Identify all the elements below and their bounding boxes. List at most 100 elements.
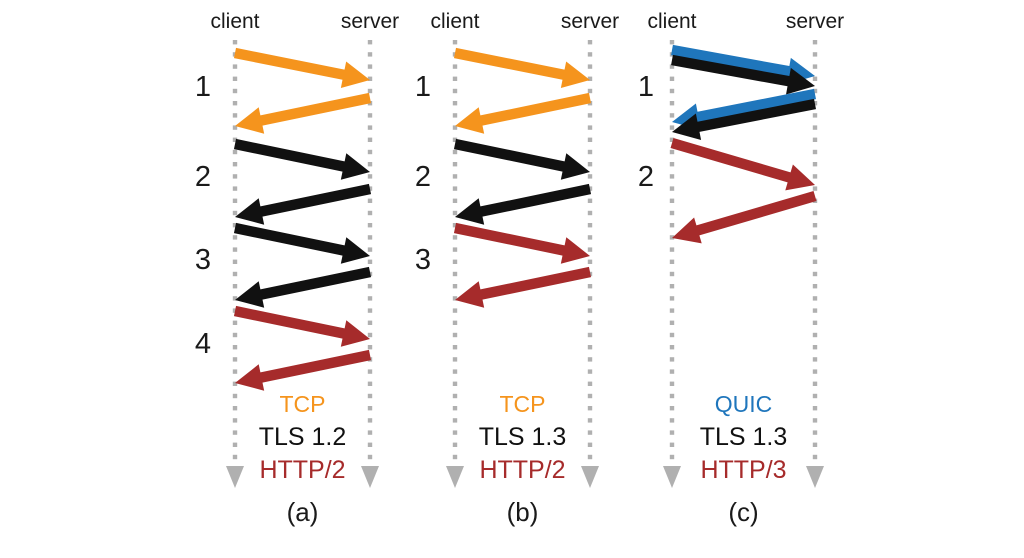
lifeline-dot [587, 345, 593, 350]
lifeline-dot [669, 149, 675, 155]
lifeline-dot [232, 149, 238, 155]
message-tls-client-hello [233, 138, 370, 180]
lifeline-dot [367, 308, 373, 313]
lifeline-dot [587, 235, 593, 240]
lifeline-dot [232, 64, 238, 69]
lifeline-dot [452, 320, 458, 325]
lifeline-dot [452, 198, 458, 203]
server-label: server [341, 10, 399, 33]
client-label: client [430, 10, 479, 33]
lifeline-dot [812, 174, 818, 179]
lifeline-dot [367, 418, 373, 423]
lifeline-dot [669, 345, 675, 350]
lifeline-dot [812, 162, 818, 167]
client-lifeline [226, 40, 244, 488]
panel-caption-c: (c) [728, 497, 758, 527]
lifeline-dot [452, 76, 458, 81]
lifeline-dot [812, 454, 818, 460]
client-lifeline [663, 40, 681, 488]
lifeline-dot [452, 406, 458, 411]
lifeline-dot [587, 149, 593, 155]
lifeline-dot [669, 271, 675, 277]
lifeline-dot [367, 381, 373, 386]
lifeline-dot [587, 125, 593, 130]
lifeline-dot [232, 296, 238, 301]
lifeline-dot [452, 369, 458, 374]
lifeline-dot [812, 52, 818, 57]
lifeline-dot [367, 247, 373, 252]
client-label: client [210, 10, 259, 33]
message-tcp-syn-ack [455, 92, 592, 134]
lifeline-dot [587, 381, 593, 386]
lifeline-dot [812, 381, 818, 386]
lifeline-dot [587, 247, 593, 252]
lifeline-dot [232, 210, 238, 216]
lifeline-end-arrow [581, 466, 599, 488]
lifeline-dot [812, 235, 818, 240]
lifeline-dot [367, 345, 373, 350]
legend-security: TLS 1.3 [479, 423, 567, 451]
rtt-label-1: 1 [638, 71, 654, 103]
lifeline-dot [452, 296, 458, 301]
lifeline-dot [669, 332, 675, 338]
lifeline-dot [812, 393, 818, 399]
lifeline-dot [669, 357, 675, 362]
lifeline-dot [367, 52, 373, 57]
lifeline-dot [452, 210, 458, 216]
lifeline-dot [812, 332, 818, 338]
lifeline-dot [812, 247, 818, 252]
message-tls-server-hello [235, 183, 372, 225]
lifeline-dot [669, 406, 675, 411]
rtt-label-3: 3 [415, 244, 431, 276]
lifeline-dot [232, 186, 238, 191]
lifeline-dot [367, 125, 373, 130]
message-tcp-syn-ack [235, 92, 372, 134]
lifeline-dot [232, 332, 238, 338]
lifeline-dot [812, 113, 818, 118]
message-tcp-syn [453, 47, 590, 88]
lifeline-dot [232, 259, 238, 264]
lifeline-dot [669, 76, 675, 81]
lifeline-dot [812, 88, 818, 94]
lifeline-dot [812, 406, 818, 411]
lifeline-dot [452, 186, 458, 191]
lifeline-dot [367, 406, 373, 411]
lifeline-dot [669, 454, 675, 460]
client-lifeline [446, 40, 464, 488]
lifeline-dot [232, 174, 238, 179]
lifeline-dot [232, 284, 238, 289]
lifeline-dot [812, 259, 818, 264]
lifeline-dot [587, 174, 593, 179]
lifeline-dot [232, 223, 238, 228]
lifeline-dot [367, 76, 373, 81]
lifeline-dot [232, 271, 238, 277]
lifeline-dot [367, 430, 373, 435]
lifeline-end-arrow [226, 466, 244, 488]
server-label: server [786, 10, 844, 33]
message-tcp-syn [233, 47, 370, 88]
lifeline-dot [669, 296, 675, 301]
lifeline-dot [232, 137, 238, 142]
rtt-label-2: 2 [415, 161, 431, 193]
message-tls-key-exchange [233, 222, 370, 264]
message-http-response [235, 349, 372, 391]
lifeline-dot [587, 406, 593, 411]
lifeline-dot [587, 76, 593, 81]
lifeline-dot [669, 418, 675, 423]
lifeline-dot [452, 247, 458, 252]
lifeline-dot [452, 40, 458, 45]
lifeline-dot [452, 454, 458, 460]
lifeline-dot [367, 149, 373, 155]
lifeline-dot [812, 271, 818, 277]
rtt-label-3: 3 [195, 244, 211, 276]
lifeline-dot [232, 308, 238, 313]
lifeline-dot [452, 284, 458, 289]
lifeline-dot [587, 113, 593, 118]
legend-application: HTTP/2 [479, 456, 565, 484]
lifeline-dot [452, 162, 458, 167]
lifeline-dot [812, 442, 818, 447]
